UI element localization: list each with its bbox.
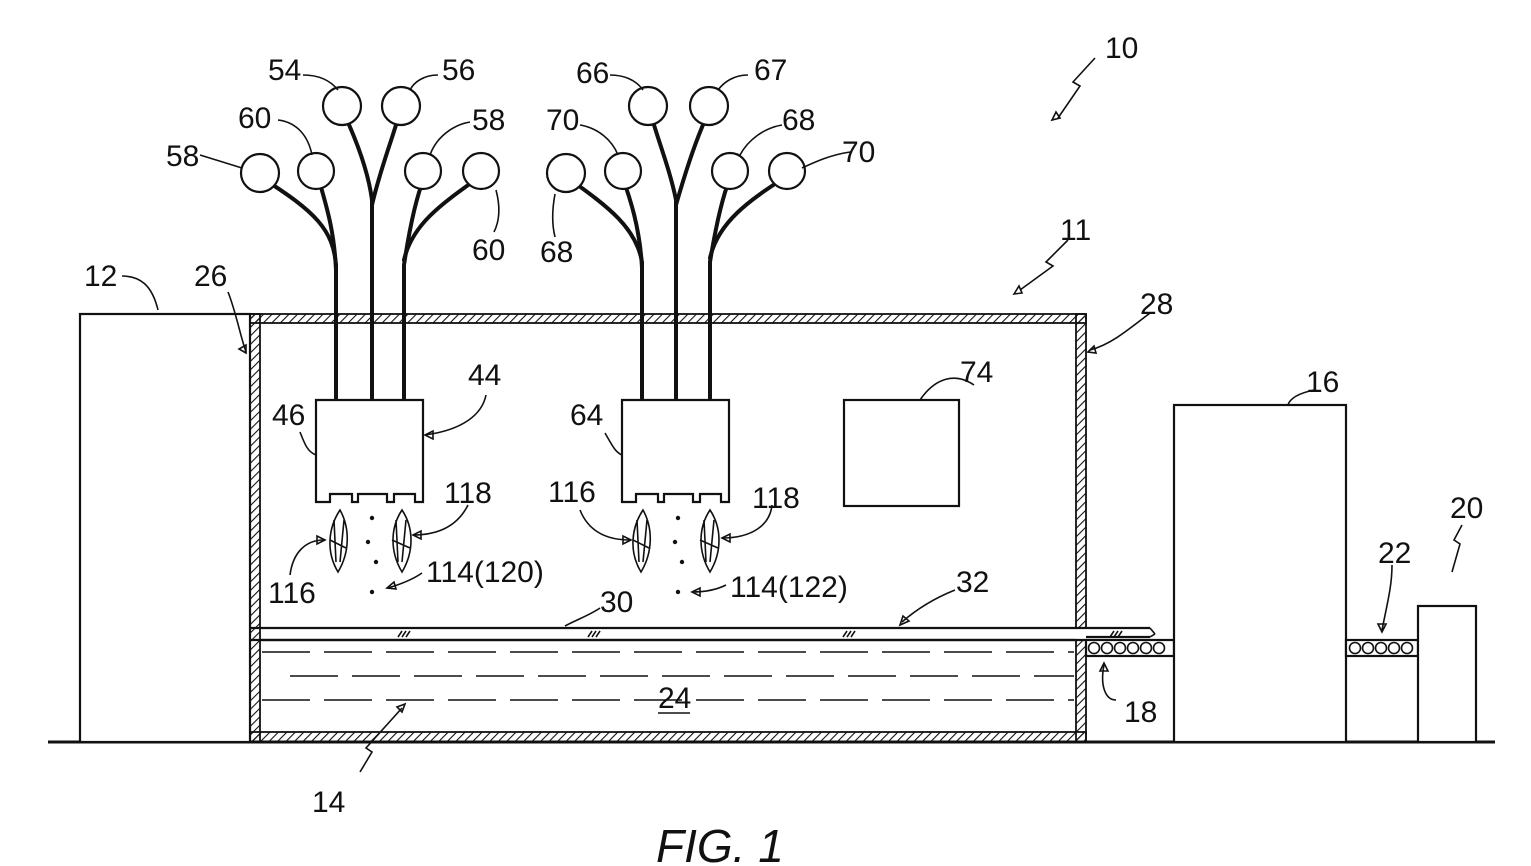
- figure-caption: FIG. 1: [656, 820, 784, 866]
- rollers-18: [1086, 640, 1174, 656]
- label-22: 22: [1378, 537, 1411, 570]
- label-24: 24: [658, 682, 691, 715]
- label-60-top: 60: [238, 102, 271, 135]
- station-20: [1418, 606, 1476, 742]
- label-68-left: 68: [540, 236, 573, 269]
- light-source-60: [298, 153, 334, 189]
- label-74: 74: [960, 356, 993, 389]
- label-118-right: 118: [752, 482, 800, 515]
- label-114-120: 114(120): [426, 556, 544, 589]
- label-11: 11: [1060, 214, 1091, 247]
- label-46: 46: [272, 399, 305, 432]
- rollers-22: [1346, 640, 1418, 656]
- label-32: 32: [956, 566, 989, 599]
- light-source-70: [605, 153, 641, 189]
- label-116-left: 116: [268, 577, 316, 610]
- light-source-66: [629, 87, 667, 125]
- glass-ribbon-30: [250, 628, 1155, 640]
- label-54: 54: [268, 54, 301, 87]
- label-10: 10: [1105, 32, 1138, 65]
- label-20: 20: [1450, 492, 1483, 525]
- label-68-right: 68: [782, 104, 815, 137]
- light-source-58b: [405, 153, 441, 189]
- label-58-right: 58: [472, 104, 505, 137]
- fiber-bundle-left: [262, 118, 478, 398]
- label-14: 14: [312, 786, 345, 819]
- lehr-16: [1174, 405, 1346, 742]
- light-source-68: [547, 154, 585, 192]
- label-18: 18: [1124, 696, 1157, 729]
- controller-74: [844, 400, 959, 506]
- label-58-left: 58: [166, 140, 199, 173]
- label-60-bottom: 60: [472, 234, 505, 267]
- fiber-bundle-right: [568, 118, 784, 398]
- light-source-58: [241, 154, 279, 192]
- coating-device-44: [316, 400, 423, 594]
- furnace-12: [80, 314, 250, 742]
- label-56: 56: [442, 54, 475, 87]
- label-26: 26: [194, 260, 227, 293]
- label-66: 66: [576, 57, 609, 90]
- label-30: 30: [600, 586, 633, 619]
- light-sources-right: [547, 87, 805, 192]
- label-44: 44: [468, 359, 501, 392]
- label-64: 64: [570, 399, 603, 432]
- light-source-68b: [712, 153, 748, 189]
- light-source-60b: [463, 153, 499, 189]
- label-70-top: 70: [546, 104, 579, 137]
- light-source-56: [382, 87, 420, 125]
- label-114-122: 114(122): [730, 571, 848, 604]
- light-source-70b: [769, 153, 805, 189]
- coating-device-64: [622, 400, 729, 594]
- light-source-54: [323, 87, 361, 125]
- light-sources-left: [241, 87, 499, 192]
- label-67: 67: [754, 54, 787, 87]
- label-118-left: 118: [444, 477, 492, 510]
- light-source-67: [690, 87, 728, 125]
- label-116-right: 116: [548, 476, 596, 509]
- label-28: 28: [1140, 288, 1173, 321]
- label-12: 12: [84, 260, 117, 293]
- label-16: 16: [1306, 366, 1339, 399]
- label-70-right: 70: [842, 136, 875, 169]
